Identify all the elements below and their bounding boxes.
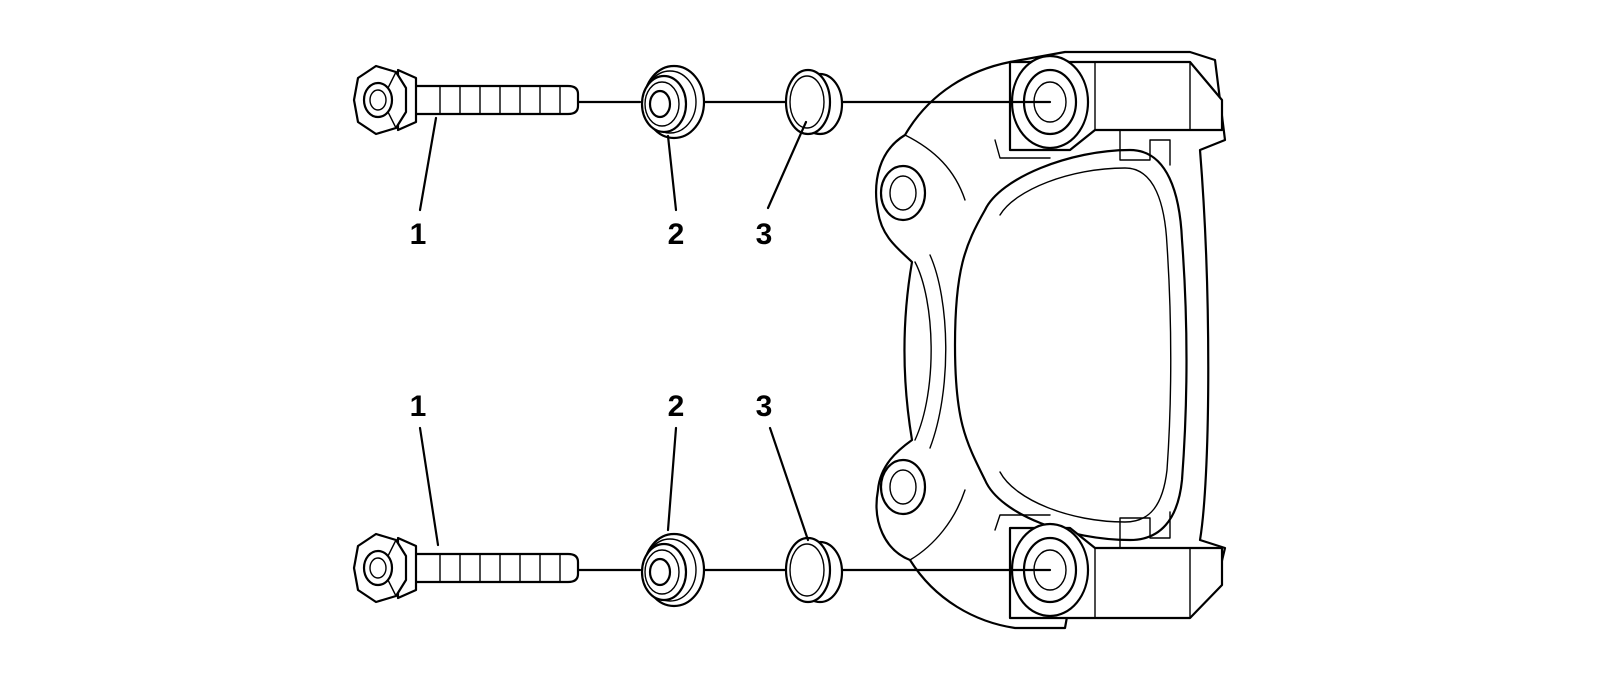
bottom-boot bbox=[784, 536, 844, 604]
top-boot bbox=[784, 68, 844, 136]
leader-lines bbox=[418, 116, 810, 547]
callout-top-boot: 3 bbox=[756, 218, 773, 251]
bottom-bushing bbox=[640, 532, 706, 608]
top-bolt bbox=[352, 64, 580, 136]
callout-top-bushing: 2 bbox=[668, 218, 685, 251]
callout-bottom-bolt: 1 bbox=[410, 390, 427, 423]
callout-bottom-bushing: 2 bbox=[668, 390, 685, 423]
bottom-bolt bbox=[352, 532, 580, 604]
top-bushing bbox=[640, 64, 706, 140]
callout-bottom-boot: 3 bbox=[756, 390, 773, 423]
caliper-bracket bbox=[875, 50, 1227, 630]
callout-top-bolt: 1 bbox=[410, 218, 427, 251]
